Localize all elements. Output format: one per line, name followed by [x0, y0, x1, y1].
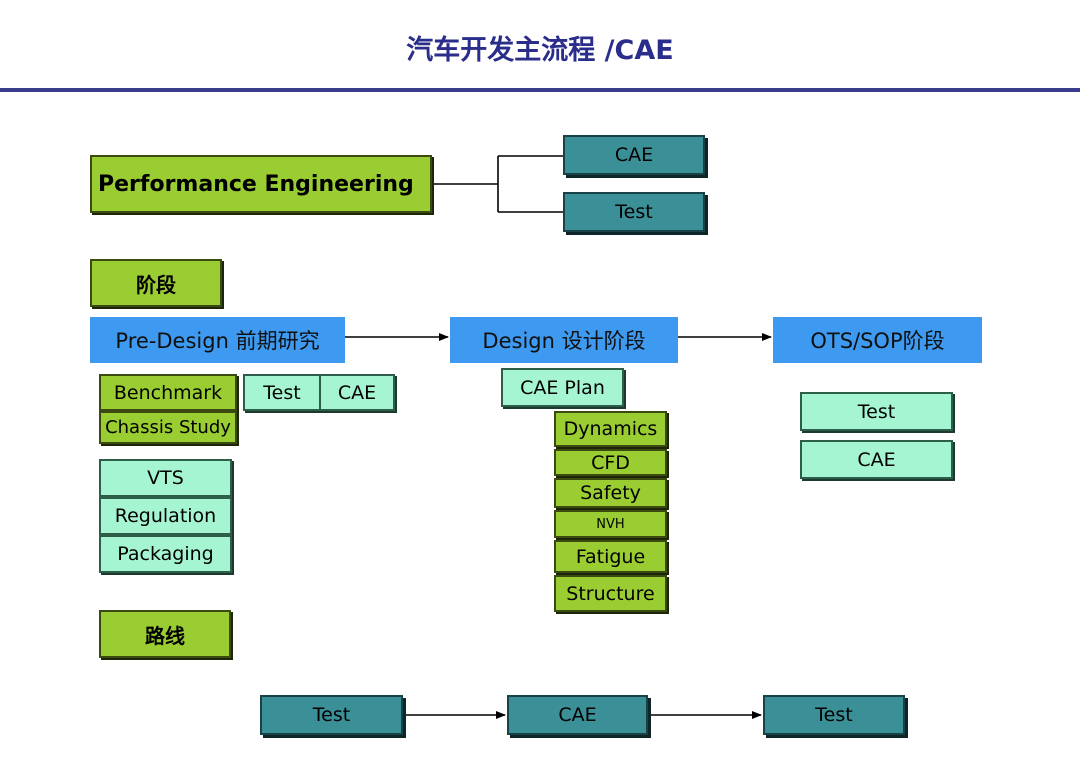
performance-cae-label: CAE — [614, 144, 654, 166]
design-item-fatigue: Fatigue — [554, 540, 667, 573]
route-step-test-1: Test — [260, 695, 403, 735]
phase-pre-design-label: Pre-Design 前期研究 — [115, 329, 320, 353]
route-step-cae: CAE — [507, 695, 648, 735]
ots-test-label: Test — [857, 400, 896, 423]
route-step-label: Test — [815, 704, 853, 726]
pre-design-test-cell: Test — [245, 376, 319, 409]
performance-engineering-label: Performance Engineering — [98, 171, 414, 197]
design-item-label: Structure — [566, 582, 655, 605]
phase-pre-design: Pre-Design 前期研究 — [90, 317, 345, 363]
phase-design-label: Design 设计阶段 — [482, 329, 646, 353]
design-item-safety: Safety — [554, 478, 667, 508]
stage-label-box: 阶段 — [90, 259, 222, 307]
title-divider — [0, 88, 1080, 92]
design-item-cfd: CFD — [554, 449, 667, 476]
route-label-box: 路线 — [99, 610, 231, 658]
performance-test-box: Test — [563, 192, 705, 232]
route-step-label: CAE — [558, 704, 597, 726]
phase-ots-sop: OTS/SOP阶段 — [773, 317, 982, 363]
design-item-nvh: NVH — [554, 510, 667, 538]
cae-plan-label: CAE Plan — [520, 376, 605, 399]
benchmark-box: Benchmark — [99, 374, 237, 411]
phase-ots-sop-label: OTS/SOP阶段 — [810, 329, 945, 353]
pre-design-test-cae-box: Test CAE — [243, 374, 395, 411]
design-item-label: Fatigue — [575, 545, 646, 568]
benchmark-label: Benchmark — [113, 381, 223, 404]
route-step-label: Test — [312, 704, 351, 726]
cae-plan-box: CAE Plan — [501, 368, 624, 407]
page-title: 汽车开发主流程 /CAE — [406, 35, 674, 66]
ots-cae-label: CAE — [857, 448, 896, 471]
performance-branch-connector — [432, 155, 564, 213]
phase-design: Design 设计阶段 — [450, 317, 678, 363]
performance-engineering-box: Performance Engineering — [90, 155, 432, 213]
design-item-structure: Structure — [554, 575, 667, 612]
performance-cae-box: CAE — [563, 135, 705, 175]
pre-design-test-label: Test — [263, 381, 301, 404]
route-label: 路线 — [145, 623, 185, 648]
vts-box: VTS — [99, 459, 232, 497]
regulation-box: Regulation — [99, 497, 232, 535]
ots-test-box: Test — [800, 392, 953, 431]
regulation-label: Regulation — [114, 505, 217, 527]
pre-design-cae-cell: CAE — [318, 376, 393, 409]
design-item-dynamics: Dynamics — [554, 411, 667, 447]
stage-label: 阶段 — [136, 272, 176, 297]
design-item-label: CFD — [591, 451, 630, 474]
design-item-label: Safety — [580, 482, 641, 504]
route-step-test-2: Test — [763, 695, 905, 735]
pre-design-cae-label: CAE — [337, 381, 377, 404]
packaging-box: Packaging — [99, 535, 232, 573]
performance-test-label: Test — [615, 201, 653, 223]
ots-cae-box: CAE — [800, 440, 953, 479]
design-item-label: NVH — [596, 516, 625, 532]
chassis-study-label: Chassis Study — [105, 417, 231, 438]
vts-label: VTS — [147, 467, 184, 489]
chassis-study-box: Chassis Study — [99, 411, 237, 444]
design-item-label: Dynamics — [563, 418, 658, 440]
packaging-label: Packaging — [117, 543, 214, 565]
